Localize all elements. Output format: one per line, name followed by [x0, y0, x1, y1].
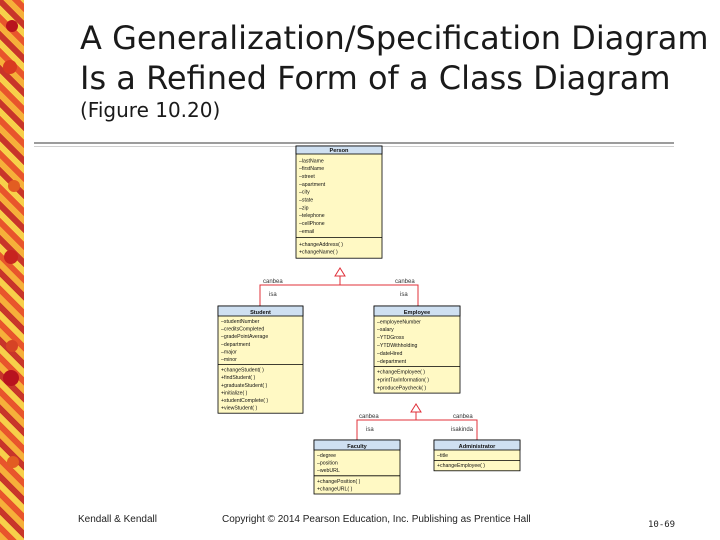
- relation-label-upper: canbea: [395, 279, 415, 285]
- class-attribute: –position: [317, 461, 338, 467]
- class-attribute: –title: [437, 453, 448, 459]
- class-attribute: –employeeNumber: [377, 319, 421, 325]
- class-name: Employee: [404, 310, 430, 316]
- class-name: Person: [330, 148, 350, 154]
- slide-subtitle: (Figure 10.20): [80, 98, 221, 122]
- class-method: +graduateStudent( ): [221, 383, 268, 389]
- decorative-strip: [0, 0, 24, 540]
- relation-label-upper: canbea: [263, 279, 283, 285]
- class-method: +changeURL( ): [317, 486, 353, 492]
- class-attribute: –department: [221, 342, 251, 348]
- class-header: [313, 439, 401, 451]
- class-box-frame: [373, 305, 461, 394]
- footer-copyright: Copyright © 2014 Pearson Education, Inc.…: [222, 514, 531, 525]
- class-method: +producePaycheck( ): [377, 386, 426, 392]
- class-header: [217, 305, 304, 317]
- class-method: +changeAddress( ): [299, 242, 343, 248]
- class-attribute: –dateHired: [377, 351, 402, 357]
- class-header: [295, 145, 383, 155]
- class-box-person: Person –lastName –firstName –street –apartme…: [295, 145, 383, 259]
- page-number: 10-69: [648, 520, 676, 530]
- class-method: +initialize( ): [221, 390, 248, 396]
- decor-dot: [3, 370, 19, 386]
- class-attribute: –salary: [377, 327, 394, 333]
- class-box-frame: [217, 305, 304, 414]
- decor-dot: [4, 250, 18, 264]
- edge-faculty-employee: [356, 419, 478, 440]
- class-attribute: –department: [377, 359, 407, 365]
- edge-student-person: [259, 284, 419, 306]
- class-box-administrator: Administrator –title +changeEmployee( ): [433, 439, 521, 472]
- generalization-arrow: [334, 267, 346, 277]
- class-method: +changeEmployee( ): [437, 463, 485, 469]
- class-attribute: –minor: [221, 357, 237, 363]
- class-header: [373, 305, 461, 317]
- decor-dot: [8, 180, 20, 192]
- relation-label-upper: canbea: [453, 414, 473, 420]
- class-attribute: –telephone: [299, 213, 325, 219]
- class-attribute: –YTDWithholding: [377, 343, 417, 349]
- class-attribute: –gradePointAverage: [221, 334, 268, 340]
- class-box-faculty: Faculty –degree –position–webURL +changePos…: [313, 439, 401, 495]
- class-attribute: –major: [221, 349, 237, 355]
- class-box-frame: [295, 145, 383, 259]
- decor-dot: [6, 340, 18, 352]
- decor-dot: [7, 456, 19, 468]
- relation-label-lower: isa: [366, 427, 374, 433]
- class-attribute: –lastName: [299, 158, 324, 164]
- class-attribute: –city: [299, 190, 310, 196]
- class-name: Student: [250, 310, 271, 316]
- class-method: +changePosition( ): [317, 479, 361, 485]
- class-attribute: –webURL: [317, 468, 340, 474]
- class-attribute: –zip: [299, 205, 309, 211]
- class-name: Administrator: [459, 444, 496, 450]
- slide-title-line-1: A Generalization/Specification Diagram: [80, 19, 709, 57]
- class-attribute: –YTDGross: [377, 335, 405, 341]
- class-method: +changeStudent( ): [221, 368, 264, 374]
- class-attribute: –email: [299, 229, 314, 235]
- class-name: Faculty: [347, 444, 367, 450]
- class-box-student: Student –studentNumber –creditsCompleted–g…: [217, 305, 304, 414]
- slide-title: A Generalization/Specification Diagram I…: [80, 18, 709, 98]
- class-method: +findStudent( ): [221, 375, 255, 381]
- decor-dot: [3, 60, 17, 74]
- relation-label-lower: isa: [400, 292, 408, 298]
- class-method: +viewStudent( ): [221, 406, 257, 412]
- divider-line: [34, 142, 674, 144]
- class-box-employee: Employee –employeeNumber –salary –YTDGross –…: [373, 305, 461, 394]
- class-attribute: –apartment: [299, 182, 326, 188]
- class-attribute: –firstName: [299, 166, 324, 172]
- class-header: [433, 439, 521, 451]
- class-attribute: –street: [299, 174, 315, 180]
- class-attribute: –cellPhone: [299, 221, 325, 227]
- generalization-arrow: [410, 403, 422, 413]
- class-boxes: Person –lastName –firstName –street –apartme…: [217, 145, 521, 495]
- class-attribute: –studentNumber: [221, 319, 260, 325]
- decor-dot: [6, 20, 18, 32]
- slide-title-line-2: Is a Refined Form of a Class Diagram: [80, 59, 671, 97]
- class-method: +studentComplete( ): [221, 398, 268, 404]
- class-attribute: –state: [299, 198, 313, 204]
- relation-label-lower: isakinda: [451, 427, 474, 433]
- class-attribute: –creditsCompleted: [221, 327, 264, 333]
- relation-label-upper: canbea: [359, 414, 379, 420]
- class-method: +changeEmployee( ): [377, 370, 425, 376]
- class-method: +changeName( ): [299, 250, 338, 256]
- class-attribute: –degree: [317, 453, 336, 459]
- relation-label-lower: isa: [269, 292, 277, 298]
- class-method: +printTaxInformation( ): [377, 378, 429, 384]
- footer-author: Kendall & Kendall: [78, 514, 157, 525]
